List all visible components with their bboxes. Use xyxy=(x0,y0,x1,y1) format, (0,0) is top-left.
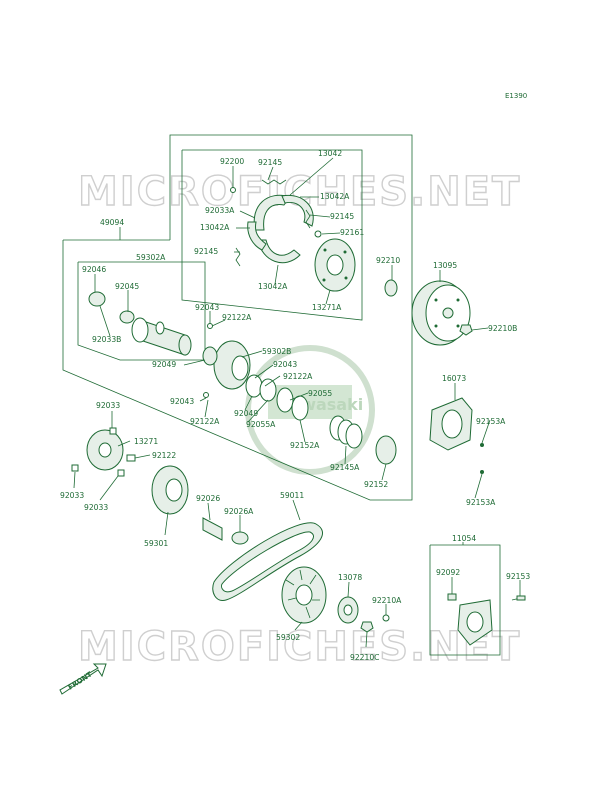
label-92033-b: 92033 xyxy=(60,491,84,500)
label-92200: 92200 xyxy=(220,157,244,166)
label-59302: 59302 xyxy=(276,633,300,642)
label-92122A-b: 92122A xyxy=(283,372,313,381)
label-92152: 92152 xyxy=(364,480,388,489)
watermark-bottom: MICROFICHES.NET xyxy=(78,624,521,670)
label-92049-b: 92049 xyxy=(234,409,258,418)
label-13042A-c: 13042A xyxy=(258,282,288,291)
bolt-92153 xyxy=(516,595,526,601)
label-92033A: 92033A xyxy=(205,206,235,215)
label-92153: 92153 xyxy=(506,572,530,581)
label-92046: 92046 xyxy=(82,265,106,274)
gear-13078 xyxy=(337,596,390,633)
label-92122A-a: 92122A xyxy=(222,313,252,322)
label-92033B: 92033B xyxy=(92,335,121,344)
label-92161: 92161 xyxy=(340,228,364,237)
label-13042A-b: 13042A xyxy=(200,223,230,232)
label-92122: 92122 xyxy=(152,451,176,460)
label-13042A-a: 13042A xyxy=(320,192,350,201)
label-92145-b: 92145 xyxy=(330,212,354,221)
label-59302B: 59302B xyxy=(262,347,291,356)
nut-92210 xyxy=(384,279,398,297)
part-labels: 92200 92145 13042 92033A 13042A 92145 13… xyxy=(60,149,530,662)
label-92210C: 92210C xyxy=(350,653,379,662)
label-13095: 13095 xyxy=(433,261,457,270)
label-92026: 92026 xyxy=(196,494,220,503)
leader-lines xyxy=(73,157,521,648)
label-11054: 11054 xyxy=(452,534,476,543)
label-92033-a: 92033 xyxy=(96,401,120,410)
label-92026A: 92026A xyxy=(224,507,254,516)
label-92145A: 92145A xyxy=(330,463,360,472)
label-13271: 13271 xyxy=(134,437,158,446)
label-92043-c: 92043 xyxy=(170,397,194,406)
label-13042: 13042 xyxy=(318,149,342,158)
label-16073: 16073 xyxy=(442,374,466,383)
pulley-box xyxy=(77,261,206,361)
gasket-box-11054 xyxy=(429,544,501,656)
driven-pulley-59302A xyxy=(88,291,192,356)
fan-pulley-59302 xyxy=(281,566,327,624)
collar-92026A xyxy=(231,531,249,545)
label-92210A: 92210A xyxy=(372,596,402,605)
assembly-outline-49094 xyxy=(62,240,413,501)
diagram-code: E1390 xyxy=(505,92,527,100)
label-92153A-b: 92153A xyxy=(466,498,496,507)
label-13271A: 13271A xyxy=(312,303,342,312)
ramp-plate-13271 xyxy=(71,427,136,477)
label-92210: 92210 xyxy=(376,256,400,265)
label-59011: 59011 xyxy=(280,491,304,500)
label-92122A-c: 92122A xyxy=(190,417,220,426)
assembly-outline-top xyxy=(169,134,413,260)
label-49094: 49094 xyxy=(100,218,124,227)
clutch-plate-13271A xyxy=(314,230,356,292)
clutch-housing-13095 xyxy=(411,280,473,346)
label-92055A: 92055A xyxy=(246,420,276,429)
label-13078: 13078 xyxy=(338,573,362,582)
front-label: FRONT xyxy=(67,670,94,691)
kawasaki-stamp: Kawasaki xyxy=(245,345,375,475)
spring-stack xyxy=(276,387,397,465)
clutch-shoes xyxy=(235,179,314,267)
label-92043-b: 92043 xyxy=(273,360,297,369)
label-92092: 92092 xyxy=(436,568,460,577)
label-92153A-a: 92153A xyxy=(476,417,506,426)
gasket-11054 xyxy=(447,593,493,646)
label-92049-a: 92049 xyxy=(152,360,176,369)
pulley-half-59302B xyxy=(202,340,277,402)
label-92055: 92055 xyxy=(308,389,332,398)
label-92045: 92045 xyxy=(115,282,139,291)
label-92145-c: 92145 xyxy=(194,247,218,256)
clutch-box xyxy=(181,149,363,321)
label-92210B: 92210B xyxy=(488,324,517,333)
label-92152A: 92152A xyxy=(290,441,320,450)
label-92145-a: 92145 xyxy=(258,158,282,167)
label-59301: 59301 xyxy=(144,539,168,548)
collar-92026 xyxy=(202,517,223,541)
label-92043-a: 92043 xyxy=(195,303,219,312)
label-59302A: 59302A xyxy=(136,253,166,262)
watermark-top: MICROFICHES.NET xyxy=(78,169,521,215)
drive-belt-59011 xyxy=(212,522,323,601)
label-92033-c: 92033 xyxy=(84,503,108,512)
pulley-59301 xyxy=(151,465,189,515)
cover-16073 xyxy=(429,397,484,474)
